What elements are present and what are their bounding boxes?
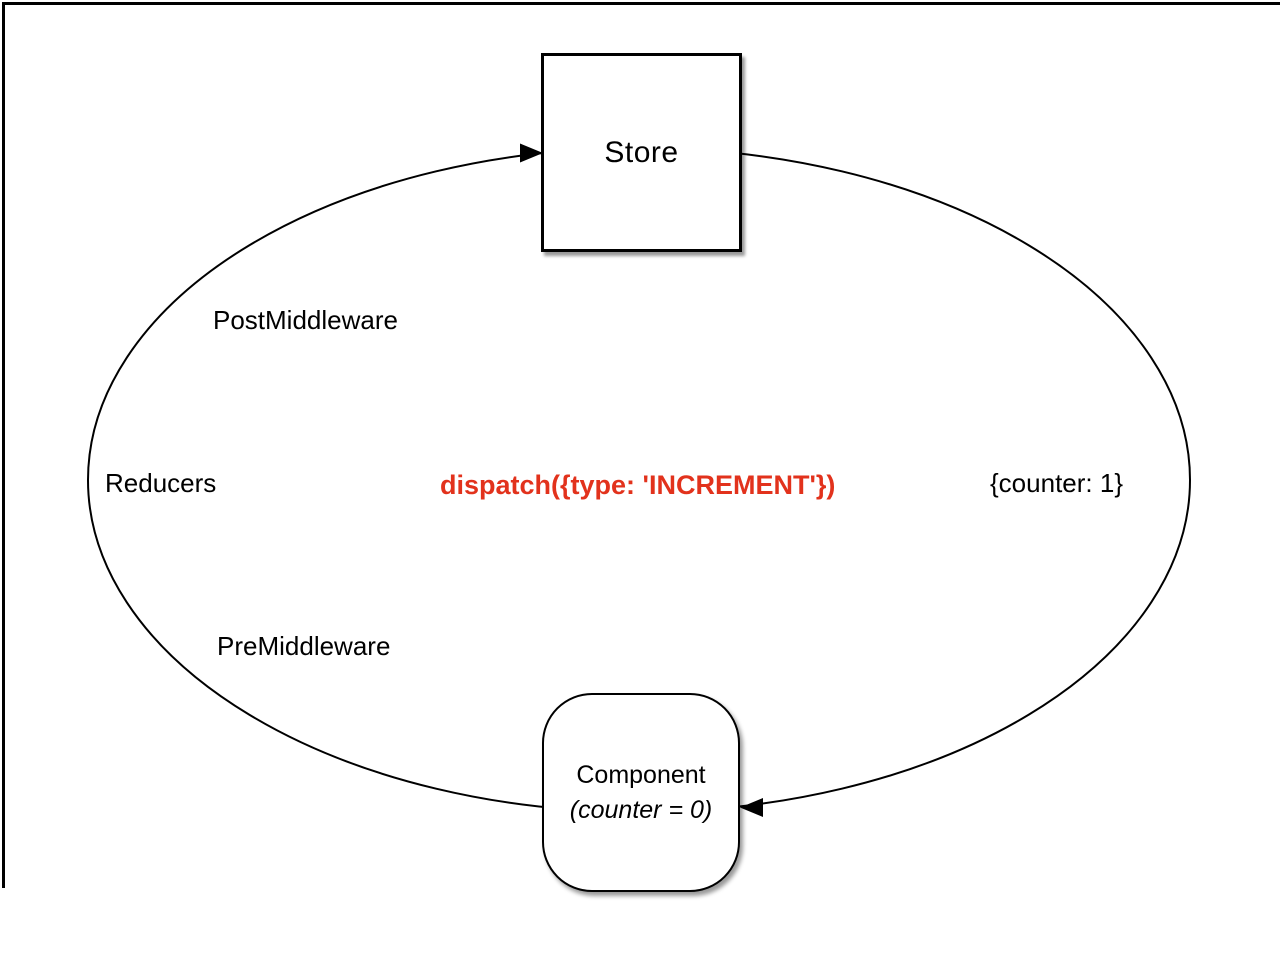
component-label: Component [576, 760, 706, 789]
store-node: Store [541, 53, 742, 252]
label-pre-middleware: PreMiddleware [217, 631, 391, 661]
arrowhead-into-store-icon [520, 143, 543, 163]
store-label: Store [604, 135, 679, 169]
label-counter-state: {counter: 1} [990, 468, 1123, 498]
arrowhead-into-component-icon [740, 798, 763, 817]
frame-border-left [2, 2, 5, 888]
label-post-middleware: PostMiddleware [213, 305, 398, 335]
label-reducers: Reducers [105, 468, 217, 498]
frame-border-top [2, 2, 1280, 5]
label-dispatch-call: dispatch({type: 'INCREMENT'}) [440, 470, 836, 500]
component-state-label: (counter = 0) [569, 795, 713, 824]
component-node: Component (counter = 0) [542, 693, 740, 892]
